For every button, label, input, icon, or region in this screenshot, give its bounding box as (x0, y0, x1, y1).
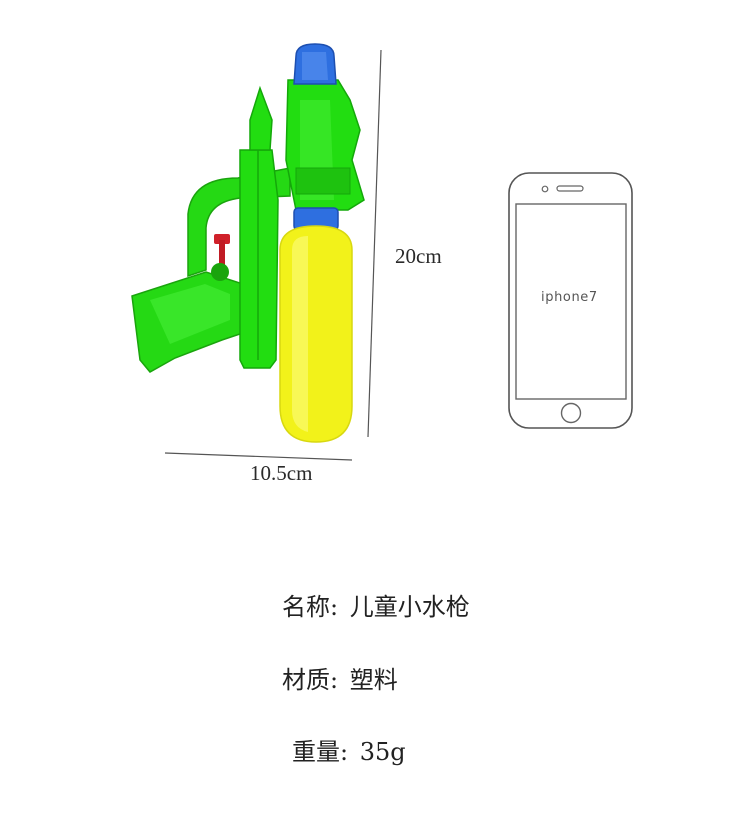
spec-weight-separator: : (340, 738, 349, 766)
reference-phone (508, 172, 633, 429)
spec-weight-row: 重量: 35g (292, 732, 406, 767)
width-dimension-line (164, 452, 353, 461)
trigger (214, 234, 230, 244)
spec-material-label: 材质 (282, 666, 330, 694)
spec-name-label: 名称 (282, 593, 330, 621)
water-tank (279, 225, 353, 443)
gun-body (239, 149, 279, 369)
height-dimension-line (367, 49, 382, 438)
spec-name-value: 儿童小水枪 (349, 593, 470, 621)
phone-model-label: iphone7 (541, 290, 598, 305)
phone-frame (508, 172, 633, 429)
water-gun-image (131, 43, 365, 443)
product-illustration (131, 43, 633, 461)
spec-material-value: 塑料 (349, 666, 398, 694)
spec-material-separator: : (330, 666, 339, 694)
spec-material-row: 材质: 塑料 (282, 660, 398, 695)
phone-speaker (556, 185, 584, 192)
spec-name-separator: : (330, 593, 339, 621)
spec-weight-label: 重量 (292, 738, 340, 766)
spec-name-row: 名称: 儿童小水枪 (282, 587, 470, 622)
phone-camera (541, 185, 549, 193)
spec-weight-value: 35g (359, 738, 406, 766)
phone-screen (515, 203, 627, 400)
phone-home-button (560, 402, 582, 424)
height-dimension-label: 20cm (395, 244, 442, 268)
width-dimension-label: 10.5cm (250, 461, 313, 485)
